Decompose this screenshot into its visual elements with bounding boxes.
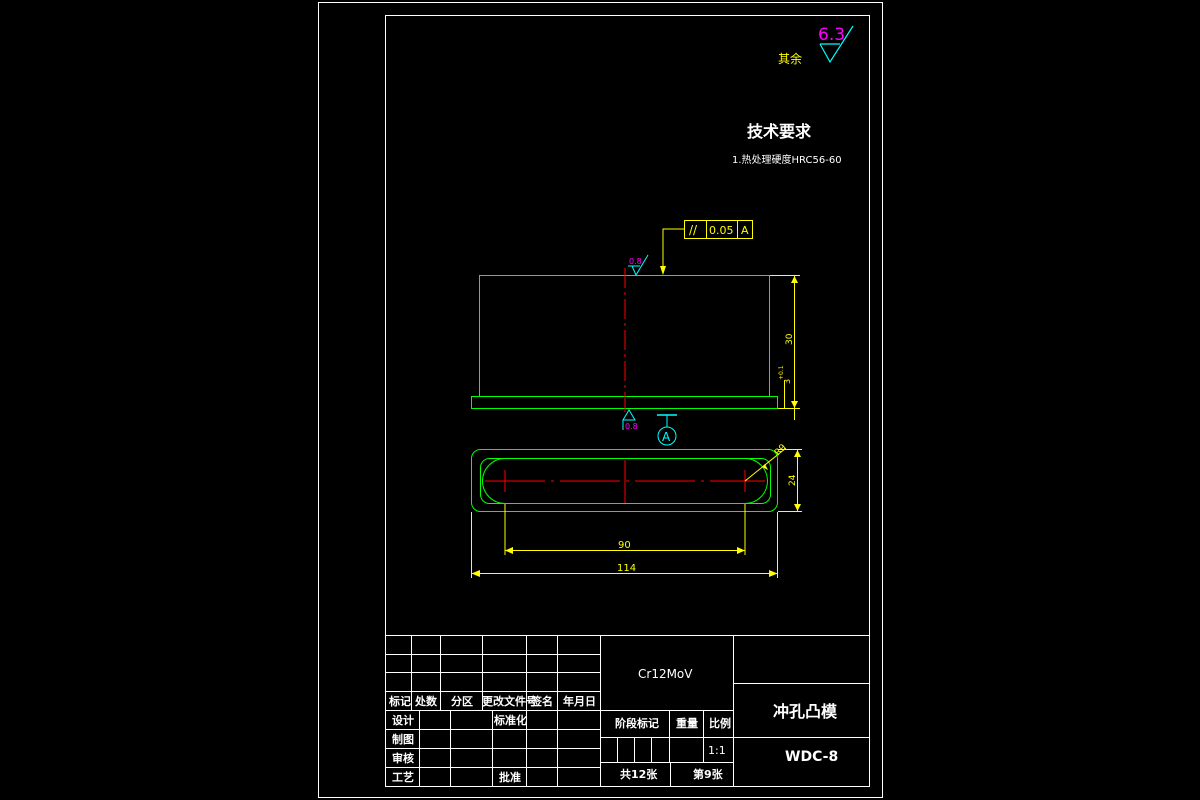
dim-total-length: 114 — [617, 563, 636, 574]
geometric-tolerance-frame: // 0.05 A — [660, 220, 753, 275]
tb-sheet-no: 第9张 — [693, 767, 724, 781]
dim-flange-tolerance: +0.1 — [778, 365, 785, 380]
bottom-roughness-symbol: 0.8 — [622, 409, 638, 431]
datum-a-symbol: A — [657, 414, 677, 446]
tolerance-datum: A — [741, 224, 749, 237]
dim-slot-length: 90 — [618, 540, 631, 551]
tolerance-arrow — [660, 266, 666, 275]
total-length-dimension: 114 — [471, 512, 778, 578]
dim-width: 24 — [788, 474, 798, 486]
tb-approve: 批准 — [499, 770, 521, 784]
sheet-outer-border — [318, 2, 883, 798]
top-view — [471, 449, 778, 512]
tb-header-mark: 标记 — [388, 694, 411, 708]
slot-length-dimension: 90 — [504, 504, 746, 555]
roughness-default-label: 其余 — [778, 51, 802, 66]
datum-label: A — [662, 430, 671, 444]
tb-row-design: 设计 — [392, 713, 414, 727]
tb-row-draft: 制图 — [392, 732, 414, 746]
default-roughness-symbol: 其余 6.3 — [778, 25, 854, 66]
tolerance-leader — [662, 228, 684, 268]
tb-header-count: 处数 — [414, 694, 438, 708]
tb-row-process: 工艺 — [392, 770, 414, 784]
tolerance-value: 0.05 — [709, 224, 734, 237]
tb-scale-label: 比例 — [709, 716, 731, 730]
tb-header-date: 年月日 — [563, 694, 596, 708]
tb-drawing-no: WDC-8 — [785, 749, 838, 765]
dim-height: 30 — [785, 333, 795, 345]
roughness-bottom-value: 0.8 — [625, 422, 638, 431]
tolerance-symbol: // — [689, 223, 698, 237]
tb-stage-mark: 阶段标记 — [615, 716, 659, 730]
roughness-check-icon — [819, 25, 854, 64]
tb-row-review: 审核 — [392, 751, 414, 765]
tb-part-name: 冲孔凸模 — [773, 702, 838, 721]
tb-standardization: 标准化 — [493, 713, 527, 727]
roughness-top-value: 0.8 — [629, 257, 642, 266]
tb-total-sheets: 共12张 — [620, 767, 658, 781]
tech-requirements-item-1: 1.热处理硬度HRC56-60 — [732, 153, 842, 166]
top-roughness-symbol: 0.8 — [628, 254, 649, 277]
tb-weight: 重量 — [676, 716, 698, 730]
width-dimension: 24 — [778, 449, 802, 512]
tb-header-change-doc: 更改文件号 — [482, 694, 537, 708]
title-block — [385, 635, 870, 787]
dim-flange: 3 — [783, 379, 792, 384]
tb-header-zone: 分区 — [451, 694, 473, 708]
tech-requirements-title: 技术要求 — [747, 122, 812, 141]
tb-material: Cr12MoV — [638, 667, 693, 681]
front-view — [471, 268, 778, 416]
height-dimensions: 30 3 +0.1 — [770, 275, 800, 420]
tb-header-signature: 签名 — [530, 694, 553, 708]
sheet-inner-border — [385, 15, 870, 787]
tb-scale-value: 1:1 — [708, 744, 726, 757]
dim-radius: R9 — [773, 442, 789, 458]
roughness-default-value: 6.3 — [818, 25, 845, 45]
